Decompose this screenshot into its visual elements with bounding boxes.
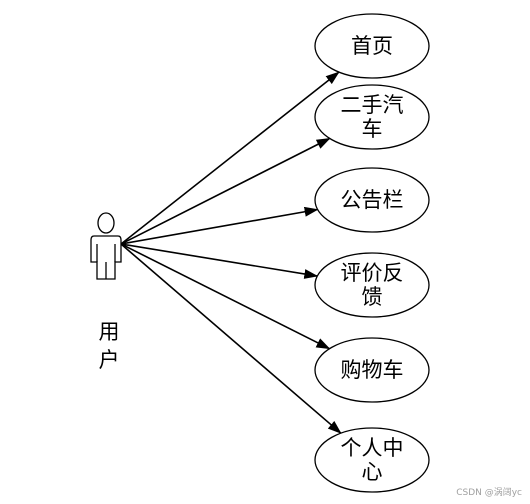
association-shopping-cart: [120, 243, 331, 350]
use-case-label-feedback: 评价反馈: [340, 261, 404, 309]
use-case-personal-center: [314, 427, 430, 493]
association-home: [120, 71, 340, 245]
use-case-used-cars: [314, 84, 430, 150]
use-case-label-shopping-cart: 购物车: [340, 358, 404, 382]
use-case-feedback: [314, 252, 430, 318]
use-case-label-personal-center: 个人中心: [340, 436, 404, 484]
use-case-label-bulletin: 公告栏: [340, 188, 404, 212]
association-used-cars: [120, 137, 331, 245]
actor-label: 用户: [98, 320, 120, 372]
use-case-home: [314, 13, 430, 79]
use-cases: [314, 13, 430, 493]
association-personal-center: [120, 243, 342, 434]
use-case-label-used-cars: 二手汽车: [340, 93, 404, 141]
actor-head: [97, 212, 115, 234]
associations: [120, 71, 342, 434]
association-bulletin: [120, 206, 319, 245]
actor-body: [90, 235, 122, 280]
use-case-shopping-cart: [314, 337, 430, 403]
use-case-bulletin: [314, 167, 430, 233]
actor-figure: [90, 212, 122, 280]
use-case-label-home: 首页: [351, 34, 393, 58]
watermark: CSDN @涡阔yc: [456, 488, 522, 498]
association-feedback: [120, 243, 319, 279]
